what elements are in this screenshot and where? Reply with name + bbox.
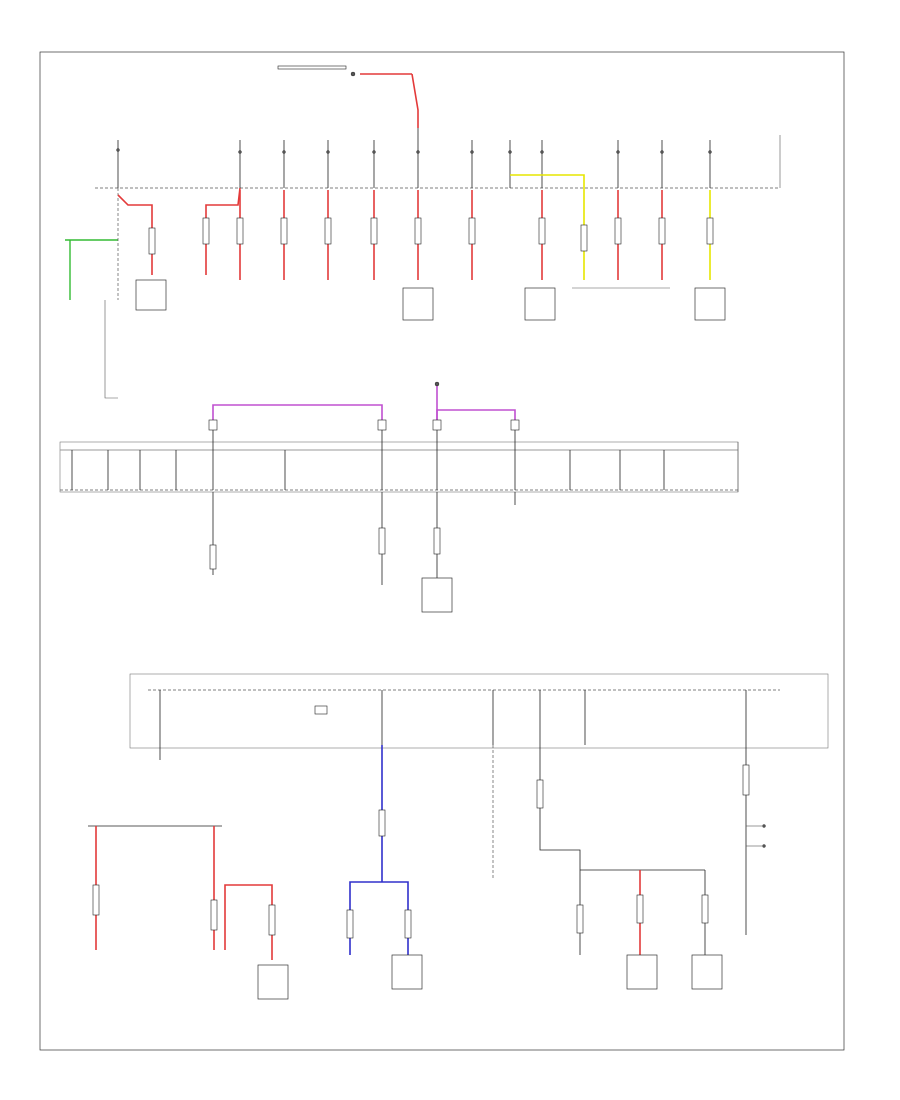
middle-fuse-row xyxy=(71,430,665,490)
fuse-icon xyxy=(540,140,544,188)
lower-fuse-box xyxy=(129,673,829,749)
inline-fuses xyxy=(148,217,714,255)
lower-component-box-4 xyxy=(691,954,723,990)
lower-component-box-2 xyxy=(391,954,423,990)
lower-section xyxy=(88,673,829,1000)
top-component-box-4 xyxy=(694,287,726,321)
fuse-icon xyxy=(470,140,474,188)
violet-link-wire xyxy=(212,404,383,420)
fuse-icon xyxy=(372,140,376,188)
lower-component-box-1 xyxy=(257,964,289,1000)
battery-feed-connector xyxy=(350,71,356,77)
top-fuse-row xyxy=(116,128,712,188)
lower-component-box-3 xyxy=(626,954,658,990)
fuse-icon xyxy=(282,140,286,188)
middle-section xyxy=(59,381,739,613)
battery-feed-drop xyxy=(411,73,419,128)
lower-feed-connector xyxy=(314,705,328,715)
fuse-icon xyxy=(416,128,420,188)
fuse-icon xyxy=(116,140,120,188)
fuse-icon xyxy=(326,140,330,188)
top-component-box-3 xyxy=(524,287,556,321)
fuse-icon xyxy=(238,140,242,188)
middle-component-box xyxy=(421,577,453,613)
lower-fuse-row xyxy=(159,690,747,760)
diagram-frame xyxy=(39,51,845,1051)
top-component-box-2 xyxy=(402,287,434,321)
fuse-icon xyxy=(616,140,620,188)
top-component-box-1 xyxy=(135,279,167,311)
top-section xyxy=(65,65,781,399)
middle-feed-connector xyxy=(434,381,440,387)
fuse-icon xyxy=(708,140,712,188)
fuse-icon xyxy=(660,140,664,188)
battery-feed-label-mark xyxy=(277,65,347,70)
fuse-icon xyxy=(508,140,512,188)
left-return-line xyxy=(104,300,118,399)
